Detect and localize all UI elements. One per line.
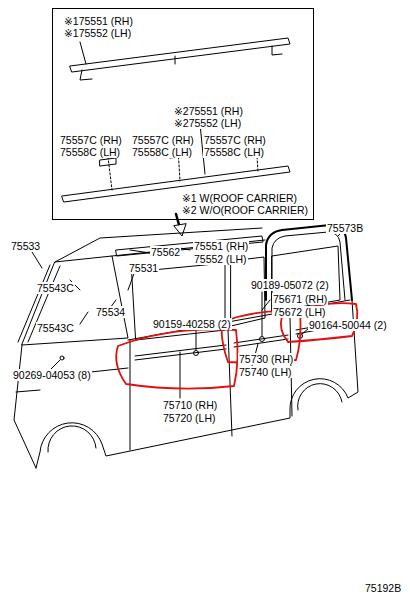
car-body-stroke [22, 256, 128, 345]
part-number: 90269-04053 (8) [12, 369, 92, 381]
part-number: 75740 (LH) [238, 366, 293, 378]
car-body-stroke [48, 384, 342, 452]
part-number: ※1 W(ROOF CARRIER) [181, 192, 298, 204]
part-number: 75558C (LH) [203, 146, 265, 158]
red-highlight-stroke [116, 329, 237, 388]
inset-box: ※175551 (RH)※175552 (LH) ※275551 (RH)※275… [52, 8, 314, 220]
leader-lines-stroke [194, 351, 199, 356]
leader-lines-stroke [180, 352, 181, 398]
part-number: 75558C (LH) [59, 146, 121, 158]
part-number: ※275552 (LH) [173, 117, 242, 129]
part-number: 75671 (RH) [272, 293, 328, 305]
part-number: 75720 (LH) [162, 412, 217, 424]
part-number: 75558C (LH) [131, 146, 193, 158]
leader-lines-stroke [262, 300, 270, 310]
part-number: 75730 (RH) [238, 353, 294, 365]
inset-arrow-stroke [174, 224, 186, 236]
part-number: ※175552 (LH) [63, 27, 132, 39]
car-body [14, 228, 358, 468]
part-number: 75557C (RH) [203, 134, 267, 146]
inset-roof-rails [62, 38, 290, 202]
leader-lines-stroke [80, 312, 88, 324]
part-number: 75543C [36, 282, 75, 294]
part-number: ※175551 (RH) [63, 15, 134, 27]
leader-lines-stroke [60, 356, 64, 360]
part-number: 75534 [95, 306, 126, 318]
part-number: ※2 W/O(ROOF CARRIER) [181, 204, 309, 216]
part-number: 90164-50044 (2) [308, 319, 388, 331]
car-body-stroke [231, 257, 265, 326]
leader-lines-stroke [130, 250, 150, 253]
part-number: 75562 [150, 246, 181, 258]
part-number: ※275551 (RH) [173, 105, 244, 117]
red-highlight [116, 303, 357, 388]
leader-lines-stroke [180, 248, 190, 250]
part-number: 75543C [36, 322, 75, 334]
figure-number: 75192B [364, 582, 402, 594]
part-number: 75573B [326, 222, 364, 234]
inset-roof-rails-stroke [80, 46, 282, 80]
part-number: 75551 (RH) [193, 240, 249, 252]
part-number: 90159-40258 (2) [152, 318, 232, 330]
part-number: 75710 (RH) [162, 399, 218, 411]
inset-roof-rails-stroke [70, 38, 290, 72]
car-illustration-stroke [14, 38, 358, 468]
car-body-stroke [14, 345, 36, 468]
part-number: 75531 [128, 262, 159, 274]
part-number: 75557C (RH) [131, 134, 195, 146]
part-number: 75557C (RH) [59, 134, 123, 146]
part-number: 75672 (LH) [272, 306, 327, 318]
leader-lines-stroke [196, 330, 197, 350]
part-number: 75533 [10, 240, 41, 252]
leader-lines-stroke [260, 337, 265, 342]
leader-lines-stroke [32, 252, 42, 268]
part-number: 75552 (LH) [193, 253, 248, 265]
leader-lines-stroke [262, 292, 263, 336]
part-number: 90189-05072 (2) [250, 279, 330, 291]
